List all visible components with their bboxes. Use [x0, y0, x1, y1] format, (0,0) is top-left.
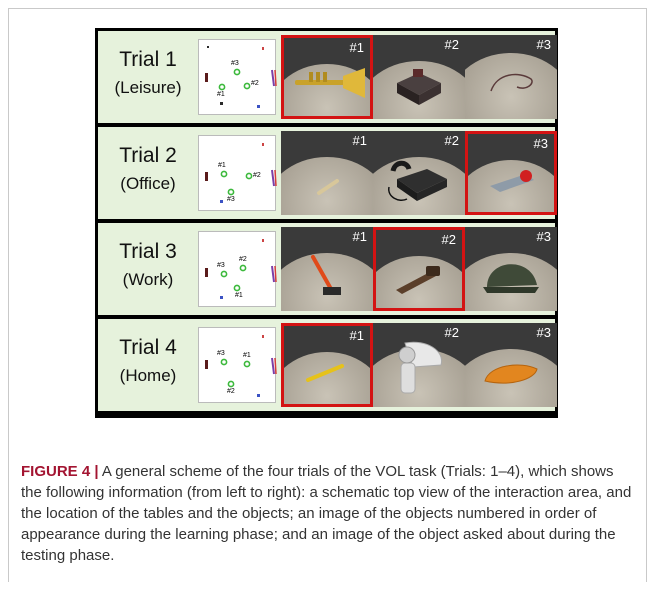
object-photo: #2: [373, 35, 465, 119]
trial-label: Trial 4 (Home): [102, 327, 194, 403]
map-label: #3: [231, 60, 239, 67]
trial-label: Trial 1 (Leisure): [102, 39, 194, 115]
trumpet-icon: [295, 68, 365, 98]
object-number: #1: [349, 328, 364, 343]
map-top-view: #3 #2 #1: [198, 39, 277, 115]
map-top-view: #3 #1 #2: [198, 327, 277, 403]
trial-category: (Home): [119, 366, 177, 385]
toothbrush-icon: [306, 364, 344, 382]
map-label: #3: [217, 262, 225, 269]
map-label: #3: [227, 196, 235, 203]
map-label: #3: [217, 350, 225, 357]
map-top-view: #3 #2 #1: [198, 231, 277, 307]
object-number: #1: [349, 40, 364, 55]
trial-category: (Leisure): [114, 78, 182, 97]
trial-label: Trial 3 (Work): [102, 231, 194, 307]
trial-row-4: Trial 4 (Home) #3 #1 #2 #1: [98, 319, 557, 411]
trial-row-1: Trial 1 (Leisure) #3 #2 #1: [98, 31, 557, 123]
map-label: #2: [253, 172, 261, 179]
object-photo: #2: [373, 131, 465, 215]
figure-4-panel: Trial 1 (Leisure) #3 #2 #1: [95, 28, 558, 418]
figure-frame: [8, 8, 647, 582]
object-number: #1: [352, 133, 367, 148]
trial-title: Trial 1: [119, 48, 177, 71]
wire-object-icon: [490, 73, 533, 92]
map-label: #1: [218, 162, 226, 169]
trial-row-2: Trial 2 (Office) #1 #2 #3 #1: [98, 127, 557, 219]
trial-category: (Office): [120, 174, 176, 193]
object-number: #2: [444, 325, 459, 340]
map-label: #1: [235, 292, 243, 299]
object-photo: #3: [465, 323, 557, 407]
object-number: #2: [444, 133, 459, 148]
trial-row-3: Trial 3 (Work) #3 #2 #1 #: [98, 223, 557, 315]
object-photo: #2: [373, 227, 465, 311]
pen-icon: [317, 179, 339, 195]
trial-title: Trial 3: [119, 240, 177, 263]
figure-caption: FIGURE 4 | A general scheme of the four …: [21, 461, 635, 566]
map-label: #2: [239, 256, 247, 263]
telephone-icon: [388, 160, 447, 201]
trial-title: Trial 4: [119, 336, 177, 359]
trial-title: Trial 2: [119, 144, 177, 167]
object-number: #3: [536, 325, 551, 340]
map-label: #2: [227, 388, 235, 395]
saw-icon: [396, 266, 440, 294]
map-label: #2: [251, 80, 259, 87]
trial-label: Trial 2 (Office): [102, 135, 194, 211]
object-photo: #1: [281, 35, 373, 119]
hairdryer-icon: [398, 341, 443, 394]
object-number: #3: [536, 229, 551, 244]
helmet-icon: [483, 264, 539, 293]
figure-label: FIGURE 4 |: [21, 463, 99, 480]
object-number: #1: [352, 229, 367, 244]
map-label: #1: [217, 91, 225, 98]
trial-category: (Work): [122, 270, 174, 289]
object-number: #2: [444, 37, 459, 52]
caption-text: A general scheme of the four trials of t…: [21, 463, 632, 564]
object-number: #2: [441, 232, 456, 247]
object-photo: #3: [465, 35, 557, 119]
stapler-icon: [490, 170, 534, 192]
slipper-icon: [484, 364, 538, 384]
object-photo: #3: [465, 131, 557, 215]
hammer-icon: [311, 255, 341, 295]
map-label: #1: [243, 352, 251, 359]
object-photo: #1: [281, 323, 373, 407]
map-top-view: #1 #2 #3: [198, 135, 277, 211]
box-object-icon: [397, 69, 441, 105]
object-photo: #1: [281, 131, 373, 215]
object-number: #3: [536, 37, 551, 52]
object-number: #3: [533, 136, 548, 151]
object-photo: #1: [281, 227, 373, 311]
object-photo: #3: [465, 227, 557, 311]
object-photo: #2: [373, 323, 465, 407]
